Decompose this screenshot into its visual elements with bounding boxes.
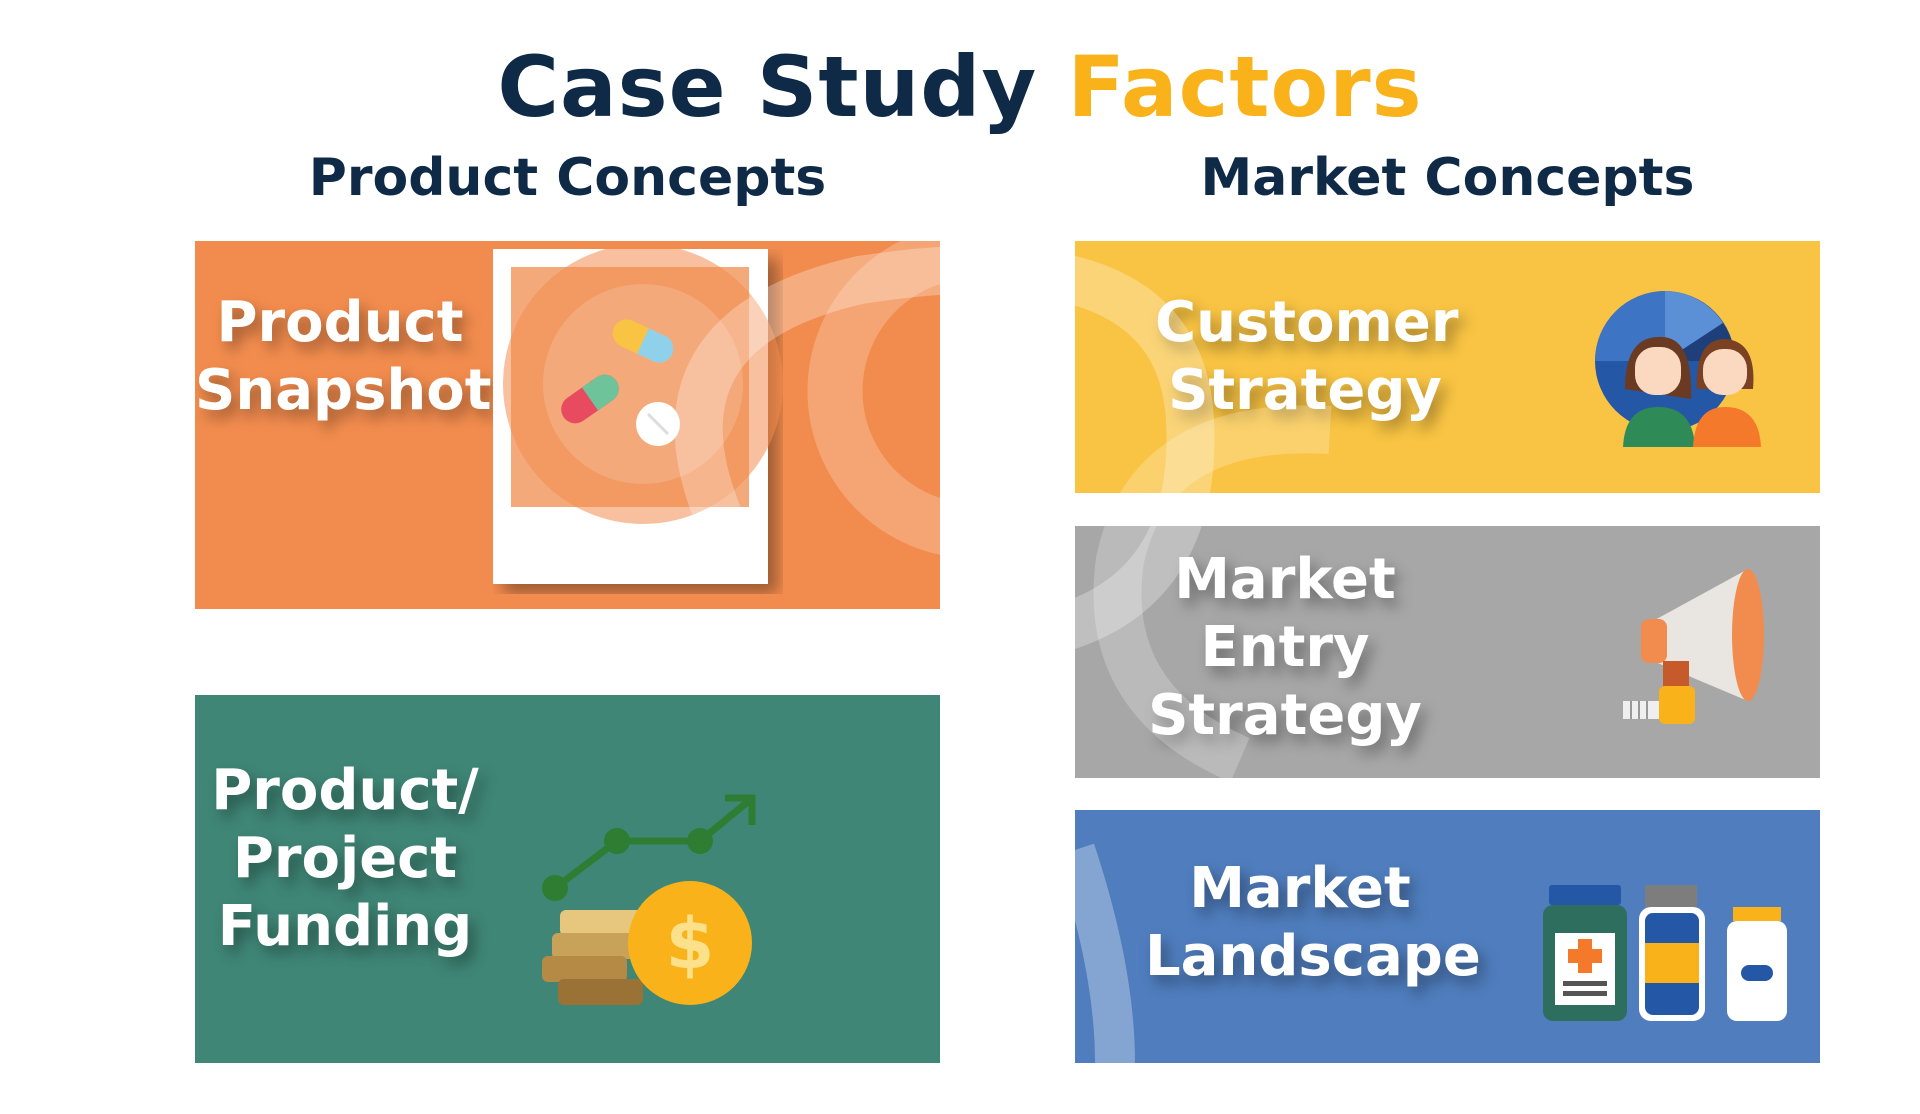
card-swirl-decoration xyxy=(807,241,940,555)
customer-pie-icon xyxy=(1595,291,1761,447)
product-snapshot-card: Product Snapshot xyxy=(195,241,940,609)
customer-strategy-label: Customer Strategy xyxy=(1155,290,1459,423)
growth-coins-icon: $ xyxy=(542,794,756,1005)
megaphone-icon xyxy=(1623,569,1764,724)
title-accent: Factors xyxy=(1067,38,1423,136)
medicine-bottles-icon xyxy=(1543,885,1787,1021)
market-landscape-card: Market Landscape xyxy=(1075,810,1820,1063)
title-main: Case Study xyxy=(497,38,1038,136)
customer-strategy-card: Customer Strategy xyxy=(1075,241,1820,493)
card-swirl-decoration xyxy=(1075,843,1135,1063)
market-entry-card: Market Entry Strategy xyxy=(1075,526,1820,778)
svg-text:$: $ xyxy=(666,903,715,985)
pills-photo-icon xyxy=(493,249,783,584)
funding-card: Product/ Project Funding $ xyxy=(195,695,940,1063)
funding-label: Product/ Project Funding xyxy=(211,758,479,959)
product-snapshot-label: Product Snapshot xyxy=(195,290,492,423)
market-concepts-heading: Market Concepts xyxy=(1200,148,1695,208)
market-landscape-label: Market Landscape xyxy=(1145,856,1481,989)
product-concepts-heading: Product Concepts xyxy=(308,148,827,208)
market-entry-label: Market Entry Strategy xyxy=(1148,547,1422,748)
page-title: Case Study Factors xyxy=(0,38,1920,136)
